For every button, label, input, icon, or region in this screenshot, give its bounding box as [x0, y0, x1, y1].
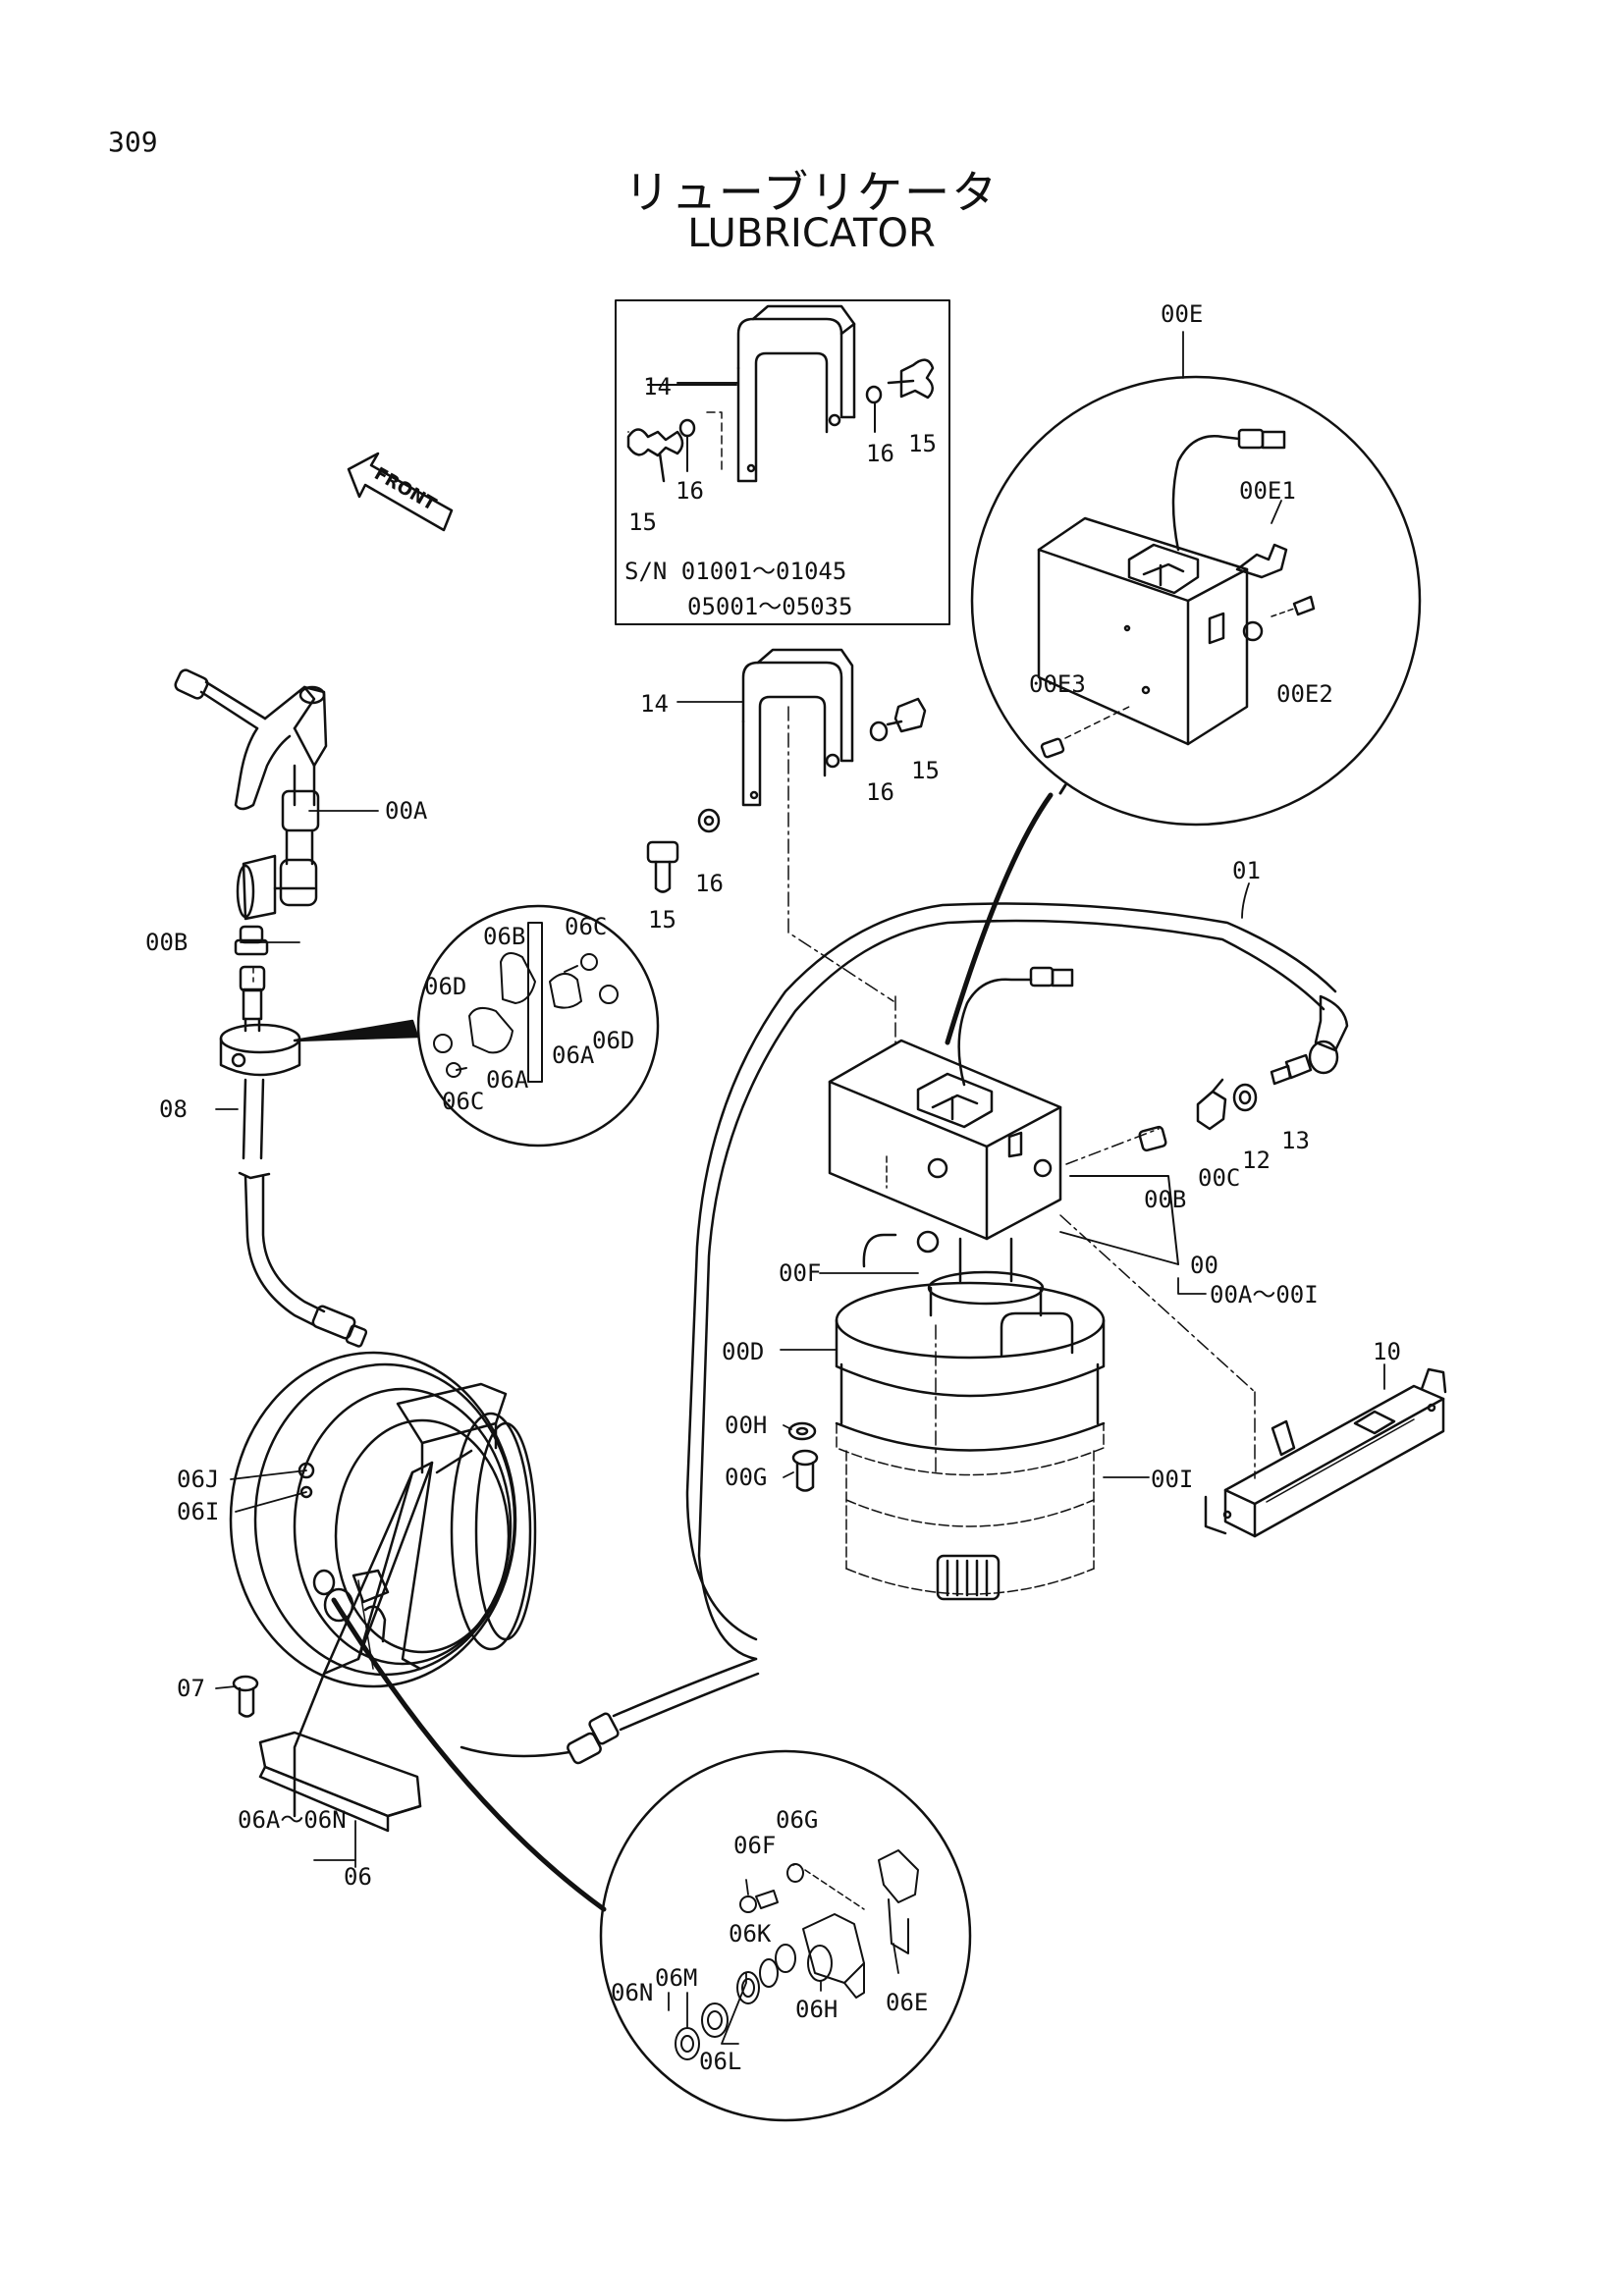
label-00A: 00A: [385, 797, 428, 825]
label-06-range: 06A～06N: [238, 1806, 347, 1834]
hose-swivel-08: [219, 965, 301, 1160]
washer-00H: [787, 1421, 817, 1441]
bolt-15-right: [869, 697, 927, 742]
label-06D2: 06D: [592, 1027, 634, 1054]
label-14b: 14: [640, 690, 669, 718]
label-06K: 06K: [729, 1920, 772, 1948]
bolt-15-left: [646, 808, 721, 893]
hose-reel: [229, 1351, 537, 1833]
title-japanese: リューブリケータ: [623, 166, 1000, 219]
controlbox-detail: [1037, 428, 1316, 759]
inset-bracket: [736, 304, 856, 483]
controlbox-detail-circle: [970, 375, 1422, 827]
label-14a: 14: [643, 373, 672, 400]
label-10: 10: [1373, 1338, 1401, 1365]
grease-pail: [835, 1233, 1106, 1601]
label-00: 00: [1190, 1252, 1218, 1279]
label-16a: 16: [676, 477, 704, 505]
lower-hose-fitting: [460, 1657, 760, 1765]
part-labels: 14 16 15 16 15 00E 00E1 00E2 00E3 14 16 …: [145, 300, 1401, 2075]
label-08: 08: [159, 1095, 188, 1123]
label-12: 12: [1242, 1147, 1271, 1174]
label-00B2: 00B: [1144, 1186, 1186, 1213]
bracket-14: [741, 648, 854, 807]
leader-lines: [215, 331, 1385, 2045]
label-00A-range: 00A～00I: [1210, 1281, 1319, 1308]
pump-body: [927, 1237, 1045, 1317]
label-15c: 15: [911, 757, 940, 784]
label-00F: 00F: [779, 1259, 821, 1287]
label-00I: 00I: [1151, 1466, 1193, 1493]
swivel-detail-circle: [599, 1749, 972, 2122]
label-06L: 06L: [699, 2048, 741, 2075]
label-00C: 00C: [1198, 1164, 1240, 1192]
label-06D: 06D: [424, 973, 466, 1000]
label-00B: 00B: [145, 929, 188, 956]
serial-note-line2: 05001～05035: [687, 593, 853, 620]
label-06M: 06M: [655, 1964, 697, 1992]
bracket-10: [1204, 1367, 1447, 1538]
label-13: 13: [1281, 1127, 1310, 1154]
label-06: 06: [344, 1863, 372, 1891]
label-16b: 16: [866, 440, 894, 467]
label-06F: 06F: [733, 1832, 776, 1859]
label-06N: 06N: [611, 1979, 653, 2006]
label-00E2: 00E2: [1276, 680, 1333, 708]
inset-wing-bolt-right: [865, 358, 935, 404]
label-06H: 06H: [795, 1996, 838, 2023]
label-00E1: 00E1: [1239, 477, 1296, 505]
label-06C2: 06C: [442, 1088, 484, 1115]
clamp-detail-circle: [416, 904, 660, 1148]
front-arrow: [347, 452, 454, 532]
label-06I: 06I: [177, 1498, 219, 1525]
inset-wing-bolt-left: [626, 418, 696, 483]
label-06G: 06G: [776, 1806, 818, 1834]
label-00D: 00D: [722, 1338, 764, 1365]
screw-00G: [791, 1449, 819, 1492]
label-06A: 06A: [552, 1041, 595, 1069]
swivel-detail: [675, 1849, 919, 2060]
label-16c: 16: [866, 778, 894, 806]
grease-gun: [174, 668, 328, 921]
upper-hose: [238, 1171, 368, 1348]
clamp-parts: [433, 922, 619, 1083]
inset-frame: [615, 299, 950, 625]
title-english: LUBRICATOR: [687, 211, 936, 256]
label-00E: 00E: [1161, 300, 1203, 328]
label-06C: 06C: [565, 913, 607, 940]
label-00E3: 00E3: [1029, 670, 1086, 698]
hose-01: [685, 902, 1349, 1661]
label-00G: 00G: [725, 1464, 767, 1491]
label-16d: 16: [695, 870, 724, 897]
label-06J: 06J: [177, 1466, 219, 1493]
label-06B: 06B: [483, 923, 525, 950]
label-06A2: 06A: [486, 1066, 529, 1094]
label-07: 07: [177, 1675, 205, 1702]
label-15b: 15: [908, 430, 937, 457]
label-15a: 15: [628, 508, 657, 536]
label-01: 01: [1232, 857, 1261, 884]
label-00H: 00H: [725, 1412, 767, 1439]
page-number: 309: [108, 126, 158, 158]
main-control-box: [828, 966, 1074, 1254]
bolt-07: [232, 1675, 259, 1718]
label-15d: 15: [648, 906, 676, 934]
label-06E: 06E: [886, 1989, 928, 2016]
serial-note-line1: S/N 01001～01045: [624, 558, 846, 585]
